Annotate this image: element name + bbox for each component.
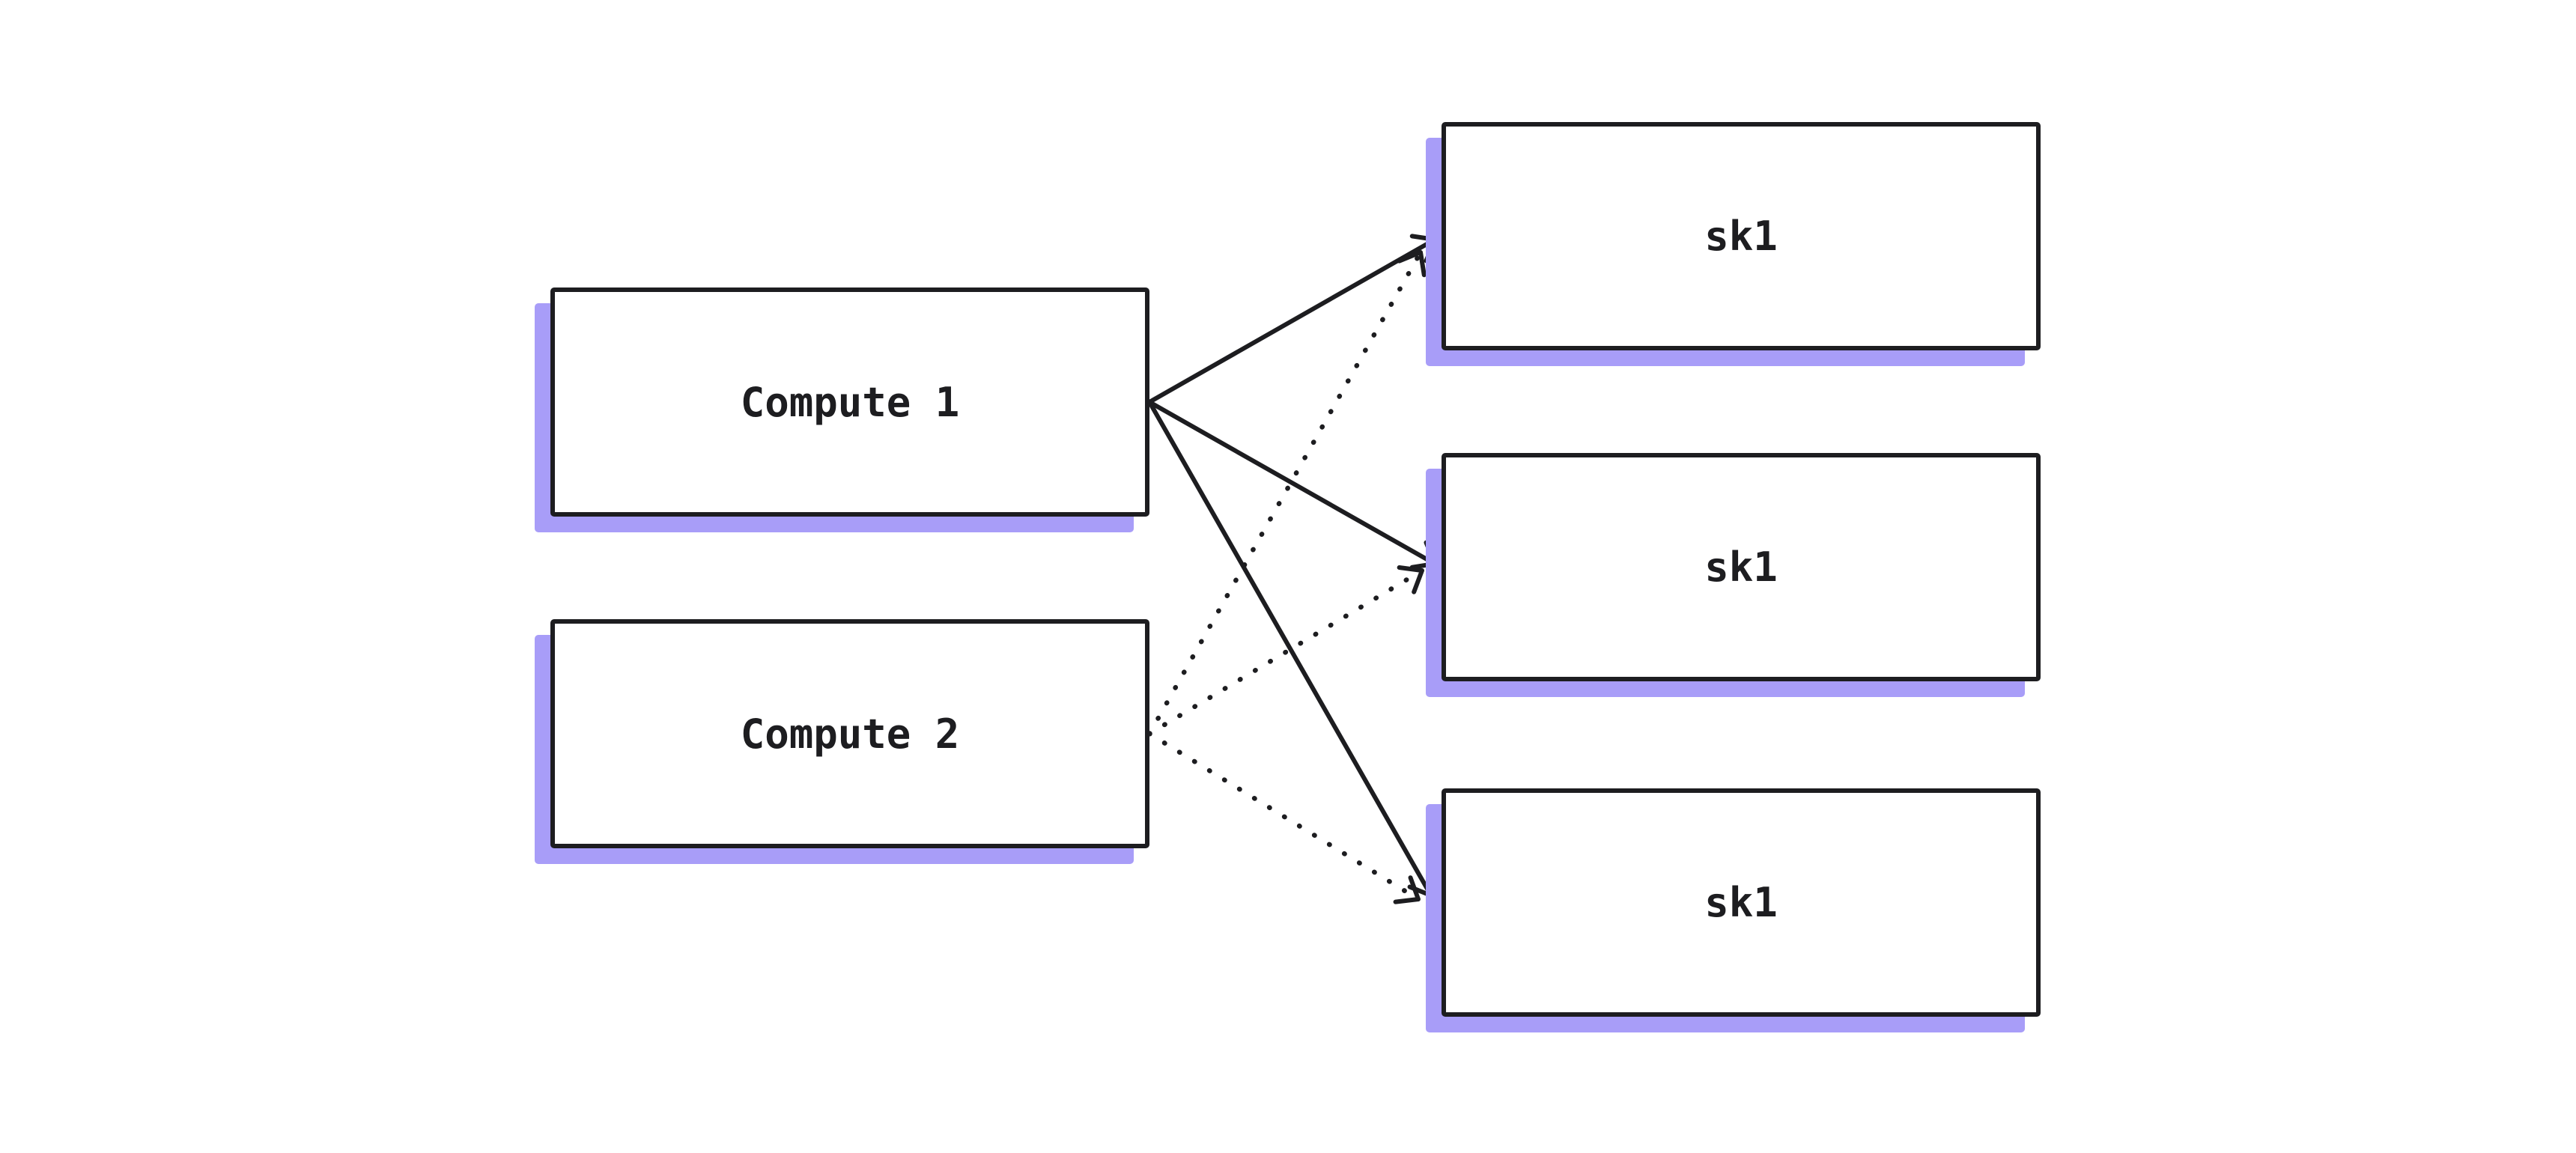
edge-compute2-to-sk1-bottom: [1146, 731, 1421, 904]
edge-compute2-to-sk1-middle: [1146, 565, 1425, 737]
node-compute-1: Compute 1: [550, 288, 1149, 517]
node-sk1-middle-label: sk1: [1704, 544, 1778, 591]
edge-compute1-to-sk1-bottom: [1147, 400, 1437, 898]
node-sk1-middle: sk1: [1442, 453, 2041, 681]
node-compute-2-label: Compute 2: [740, 710, 960, 758]
node-sk1-bottom-label: sk1: [1704, 879, 1778, 926]
node-sk1-top-label: sk1: [1704, 213, 1778, 260]
edge-compute1-to-sk1-top: [1147, 234, 1437, 404]
edge-compute1-to-sk1-middle: [1147, 400, 1437, 570]
node-compute-2: Compute 2: [550, 619, 1149, 848]
edge-compute2-to-sk1-top: [1146, 249, 1427, 737]
node-compute-1-label: Compute 1: [740, 378, 960, 426]
node-sk1-bottom: sk1: [1442, 788, 2041, 1017]
node-sk1-top: sk1: [1442, 122, 2041, 350]
